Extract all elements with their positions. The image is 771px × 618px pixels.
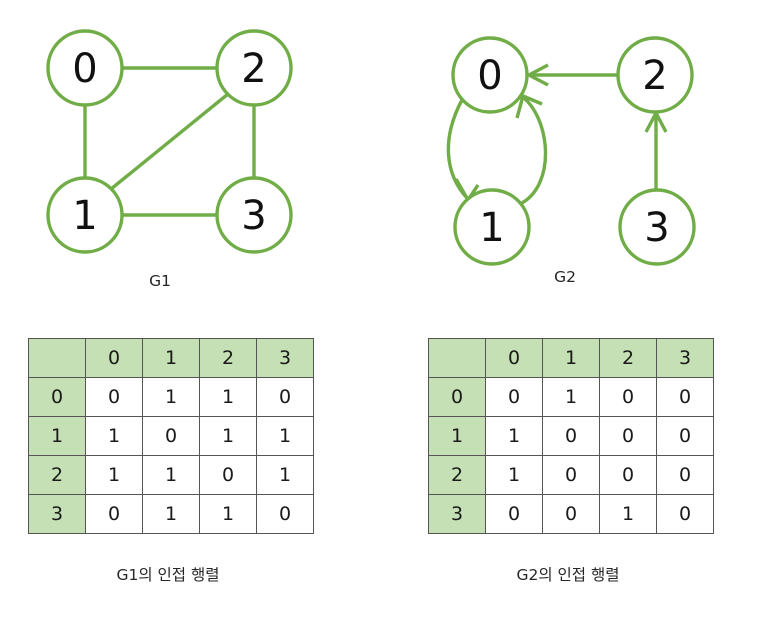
cell-g2-0-0: 0: [485, 377, 543, 417]
cell-g2-1-2: 0: [599, 416, 657, 456]
table-row: 3 0 0 1 0: [428, 494, 714, 534]
cell-g1-2-3: 1: [256, 455, 314, 495]
cell-g1-3-0: 0: [85, 494, 143, 534]
cell-g2-1-3: 0: [656, 416, 714, 456]
cell-g1-3-1: 1: [142, 494, 200, 534]
cell-g2-3-3: 0: [656, 494, 714, 534]
node-g1-1-label: 1: [72, 193, 97, 239]
graph-g2-canvas: 0 2 1 3: [446, 36, 696, 266]
column-header-2: 2: [199, 338, 257, 378]
cell-g2-2-3: 0: [656, 455, 714, 495]
arrowhead-2-to-0: [525, 63, 549, 87]
node-g1-3-label: 3: [241, 193, 266, 239]
table-row: 2 1 0 0 0: [428, 455, 714, 495]
cell-g1-0-1: 1: [142, 377, 200, 417]
graph-figure-g1: 0 2 1 3: [18, 12, 338, 272]
cell-g1-1-3: 1: [256, 416, 314, 456]
row-header-2: 2: [428, 455, 486, 495]
node-g2-2: [616, 36, 694, 114]
row-header-3: 3: [28, 494, 86, 534]
adjacency-matrix-g1: 0 1 2 3 0 0 1 1 0 1 1 0 1 1 2 1: [28, 338, 314, 534]
cell-g1-0-2: 1: [199, 377, 257, 417]
graph-figure-g2: 0 2 1 3: [425, 12, 745, 272]
table-header-row: 0 1 2 3: [428, 338, 714, 378]
figure-caption-g2: G2: [554, 268, 576, 286]
node-g1-2: [215, 29, 293, 107]
cell-g1-3-3: 0: [256, 494, 314, 534]
column-header-0: 0: [85, 338, 143, 378]
cell-g2-1-1: 0: [542, 416, 600, 456]
column-header-2: 2: [599, 338, 657, 378]
cell-g2-2-0: 1: [485, 455, 543, 495]
cell-g2-2-1: 0: [542, 455, 600, 495]
matrix-corner-cell: [428, 338, 486, 378]
cell-g2-1-0: 1: [485, 416, 543, 456]
node-g1-0-label: 0: [72, 46, 97, 92]
node-g2-0-label: 0: [477, 53, 502, 99]
node-g1-3: [215, 176, 293, 254]
adjacency-matrix-g1-table: 0 1 2 3 0 0 1 1 0 1 1 0 1 1 2 1: [28, 338, 314, 534]
cell-g1-0-3: 0: [256, 377, 314, 417]
node-g2-1-label: 1: [479, 205, 504, 251]
row-header-1: 1: [428, 416, 486, 456]
cell-g1-2-1: 1: [142, 455, 200, 495]
cell-g1-3-2: 1: [199, 494, 257, 534]
row-header-0: 0: [28, 377, 86, 417]
column-header-3: 3: [256, 338, 314, 378]
column-header-0: 0: [485, 338, 543, 378]
graph-g1-canvas: 0 2 1 3: [46, 29, 293, 254]
table-row: 1 1 0 0 0: [428, 416, 714, 456]
node-g2-1: [453, 188, 531, 266]
node-g2-2-label: 2: [642, 53, 667, 99]
node-g1-0: [46, 29, 124, 107]
row-header-2: 2: [28, 455, 86, 495]
cell-g2-2-2: 0: [599, 455, 657, 495]
cell-g1-0-0: 0: [85, 377, 143, 417]
node-g2-3: [618, 188, 696, 266]
matrix-caption-g1: G1의 인접 행렬: [116, 566, 220, 584]
column-header-3: 3: [656, 338, 714, 378]
cell-g2-3-0: 0: [485, 494, 543, 534]
cell-g2-0-3: 0: [656, 377, 714, 417]
row-header-0: 0: [428, 377, 486, 417]
cell-g1-2-0: 1: [85, 455, 143, 495]
row-header-1: 1: [28, 416, 86, 456]
matrix-caption-g2: G2의 인접 행렬: [516, 566, 620, 584]
cell-g1-1-2: 1: [199, 416, 257, 456]
cell-g1-1-0: 1: [85, 416, 143, 456]
node-g2-0: [451, 36, 529, 114]
figure-caption-g1: G1: [149, 272, 171, 290]
table-header-row: 0 1 2 3: [28, 338, 314, 378]
cell-g2-0-1: 1: [542, 377, 600, 417]
cell-g2-3-2: 1: [599, 494, 657, 534]
column-header-1: 1: [142, 338, 200, 378]
table-row: 0 0 1 1 0: [28, 377, 314, 417]
table-row: 2 1 1 0 1: [28, 455, 314, 495]
table-row: 3 0 1 1 0: [28, 494, 314, 534]
adjacency-matrix-g2: 0 1 2 3 0 0 1 0 0 1 1 0 0 0 2 1: [428, 338, 714, 534]
column-header-1: 1: [542, 338, 600, 378]
cell-g2-3-1: 0: [542, 494, 600, 534]
table-row: 0 0 1 0 0: [428, 377, 714, 417]
cell-g1-2-2: 0: [199, 455, 257, 495]
cell-g1-1-1: 0: [142, 416, 200, 456]
matrix-corner-cell: [28, 338, 86, 378]
edge-1-to-0: [521, 96, 548, 205]
table-row: 1 1 0 1 1: [28, 416, 314, 456]
node-g1-1: [46, 176, 124, 254]
adjacency-matrix-g2-table: 0 1 2 3 0 0 1 0 0 1 1 0 0 0 2 1: [428, 338, 714, 534]
node-g2-3-label: 3: [644, 205, 669, 251]
edge-1-2: [109, 92, 230, 191]
arrowhead-1-to-0: [515, 93, 543, 119]
cell-g2-0-2: 0: [599, 377, 657, 417]
node-g1-2-label: 2: [241, 46, 266, 92]
row-header-3: 3: [428, 494, 486, 534]
